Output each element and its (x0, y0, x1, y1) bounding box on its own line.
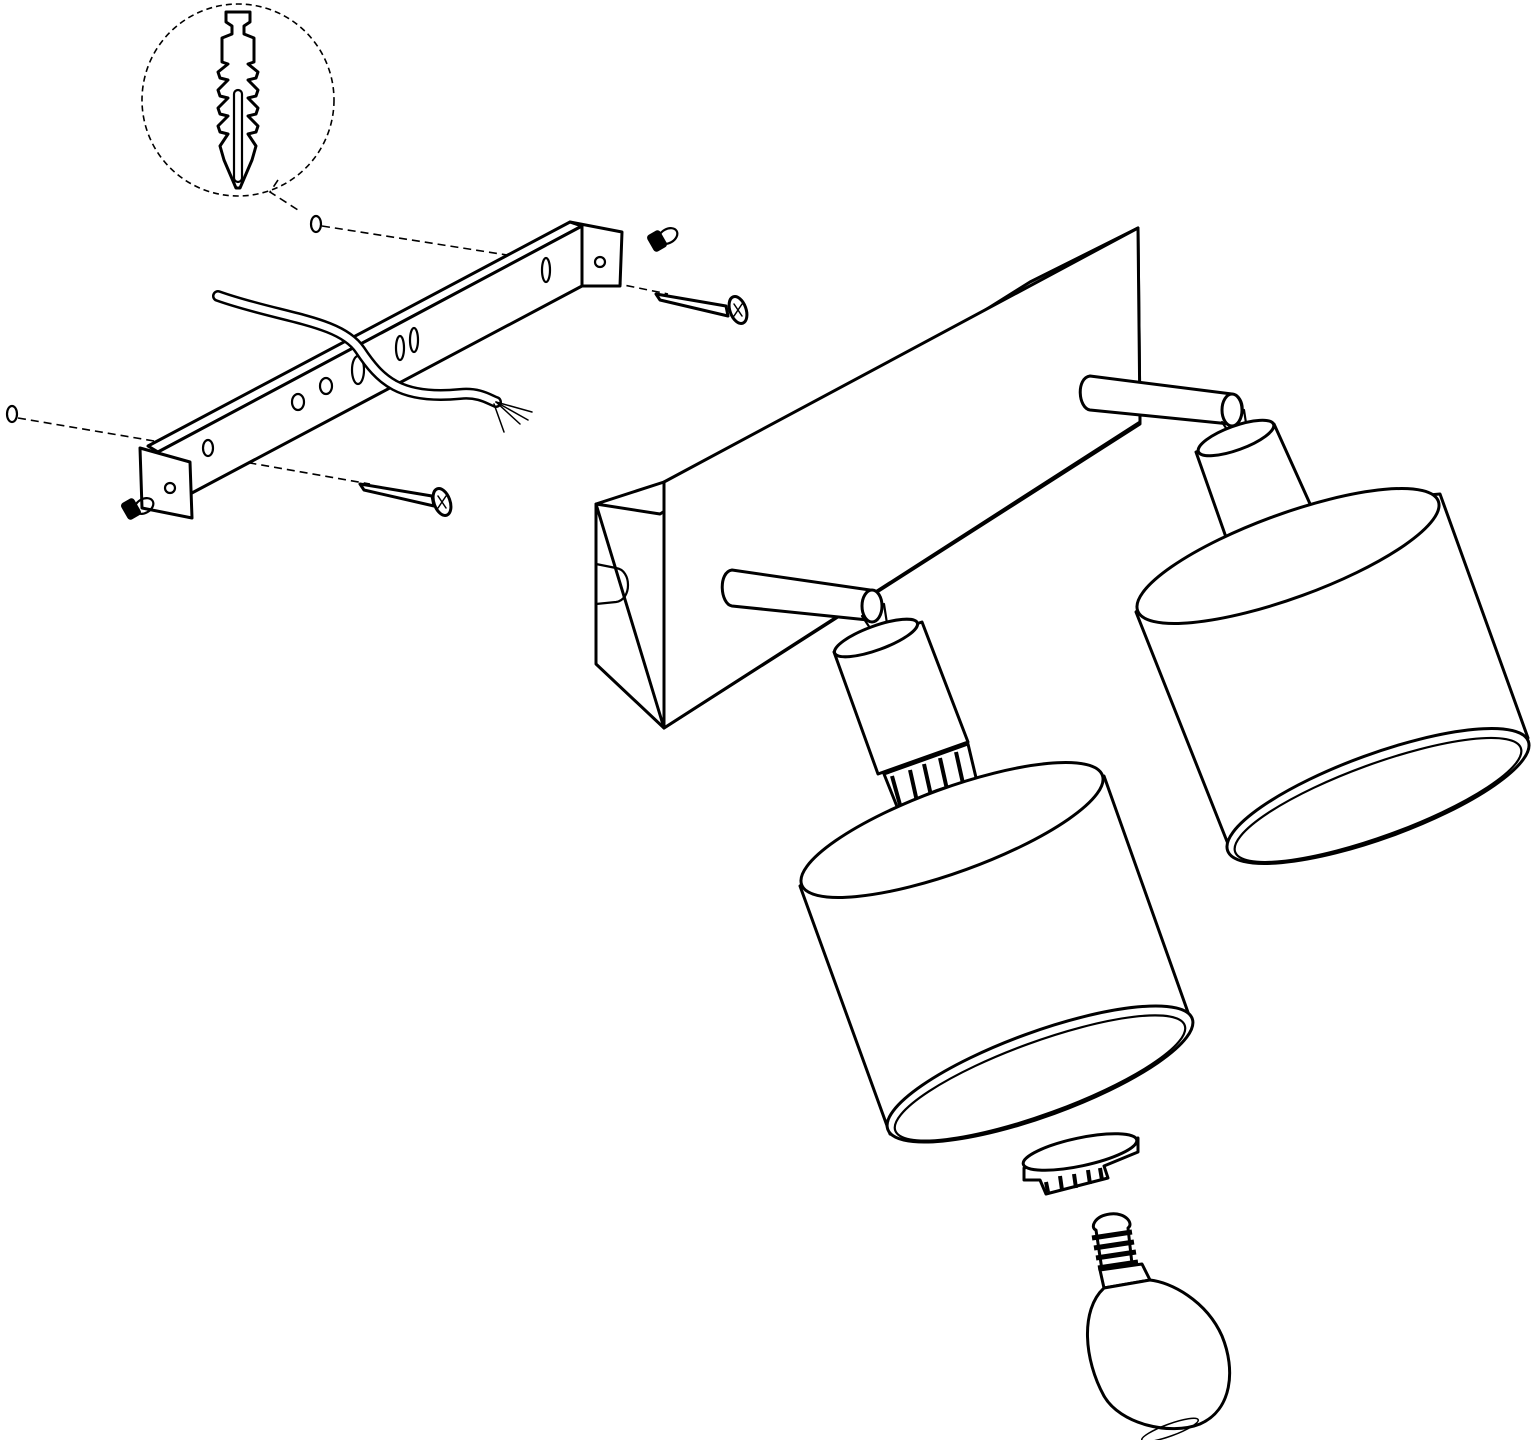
bracket-screw (121, 227, 679, 520)
wall-plug (5, 214, 323, 424)
wall-plug-detail (141, 3, 335, 211)
fixing-screw (358, 292, 749, 517)
light-bulb (1086, 1212, 1232, 1443)
lamp-socket (832, 617, 980, 819)
shade-ring (1021, 1132, 1140, 1196)
spotlight-arm (720, 374, 1250, 636)
lamp-shade (1134, 487, 1531, 865)
lamp-shade (798, 761, 1195, 1144)
power-cable (212, 290, 533, 433)
